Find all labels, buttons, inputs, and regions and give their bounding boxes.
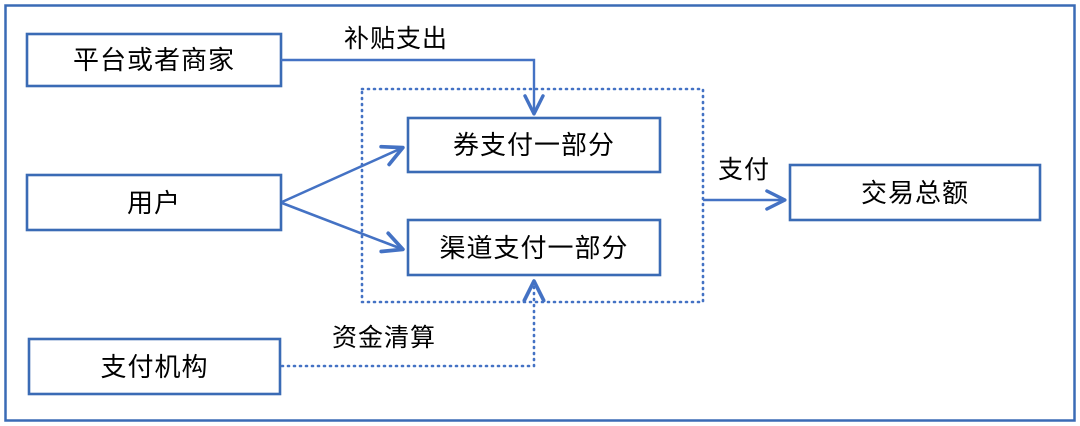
edge-label-subsidy-expense: 补贴支出 bbox=[344, 25, 449, 53]
payment-split-group-box bbox=[360, 87, 705, 304]
outer-frame bbox=[4, 4, 1076, 422]
node-total-transaction-amount-box[interactable] bbox=[788, 163, 1042, 222]
node-payment-institution-box[interactable] bbox=[27, 337, 282, 396]
edge-label-fund-settlement: 资金清算 bbox=[332, 324, 437, 352]
edge-subsidy-expense[interactable] bbox=[281, 58, 545, 116]
edge-user-to-channel[interactable] bbox=[281, 201, 405, 254]
node-user-box[interactable] bbox=[25, 173, 283, 232]
node-channel-payment-part-box[interactable] bbox=[406, 218, 662, 277]
edge-label-payment: 支付 bbox=[718, 156, 771, 184]
edge-user-to-coupon[interactable] bbox=[281, 144, 405, 204]
node-platform-or-merchant-box[interactable] bbox=[25, 32, 283, 88]
node-coupon-payment-part-box[interactable] bbox=[406, 116, 662, 174]
edge-fund-settlement[interactable] bbox=[280, 279, 546, 368]
